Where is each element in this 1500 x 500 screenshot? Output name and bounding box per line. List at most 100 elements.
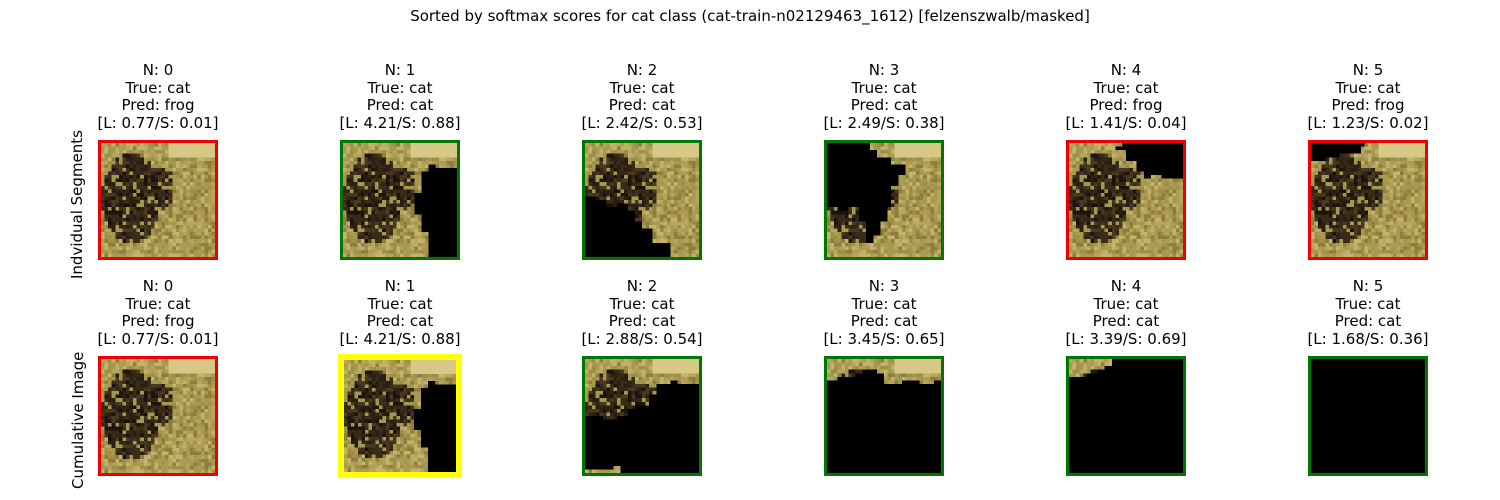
cumulative-panel-0-frame bbox=[98, 356, 218, 476]
cumulative-panel-3-truth-label: True: cat bbox=[851, 294, 917, 313]
segment-panel-3-mask bbox=[827, 143, 906, 243]
segment-panel-3-scores-label: [L: 2.49/S: 0.38] bbox=[823, 113, 945, 132]
segment-panel-4-scores-label: [L: 1.41/S: 0.04] bbox=[1065, 113, 1187, 132]
segment-panel-2-frame bbox=[582, 140, 702, 260]
segment-panel-5-pred-label: Pred: frog bbox=[1331, 96, 1405, 114]
segment-panel-5-n-label: N: 5 bbox=[1352, 61, 1384, 79]
segment-panel-4-frame bbox=[1066, 140, 1186, 260]
cumulative-panel-2-truth-label: True: cat bbox=[609, 294, 675, 313]
cumulative-panel-0-pred-label: Pred: frog bbox=[121, 312, 195, 330]
segment-panel-4-mask bbox=[1115, 143, 1183, 179]
cumulative-panel-1-n-label: N: 1 bbox=[384, 277, 416, 295]
cumulative-panel-5-mask bbox=[1311, 359, 1425, 473]
segment-panel-1-truth-label: True: cat bbox=[367, 78, 433, 97]
cumulative-panel-2-n-label: N: 2 bbox=[626, 277, 658, 295]
cumulative-panel-4-n-label: N: 4 bbox=[1110, 277, 1142, 295]
cumulative-panel-3-n-label: N: 3 bbox=[868, 277, 900, 295]
cumulative-panel-4-frame bbox=[1066, 356, 1186, 476]
cumulative-panel-1-mask bbox=[414, 381, 456, 472]
cumulative-panel-0-image bbox=[101, 359, 215, 473]
segment-panel-5-truth-label: True: cat bbox=[1335, 78, 1401, 97]
cumulative-panel-5-truth-label: True: cat bbox=[1335, 294, 1401, 313]
segment-panel-4-image bbox=[1069, 143, 1183, 257]
segment-panel-2-truth-label: True: cat bbox=[609, 78, 675, 97]
cumulative-panel-1-pred-label: Pred: cat bbox=[366, 312, 434, 330]
cumulative-panel-1-image bbox=[344, 360, 456, 472]
segment-panel-2-pred-label: Pred: cat bbox=[608, 96, 676, 114]
cumulative-panel-4-truth-label: True: cat bbox=[1093, 294, 1159, 313]
segment-panel-1-frame bbox=[340, 140, 460, 260]
segment-panel-3-frame bbox=[824, 140, 944, 260]
segment-panel-1-mask bbox=[414, 164, 457, 257]
segment-panel-5-mask bbox=[1311, 143, 1365, 161]
segment-panel-2-mask bbox=[585, 196, 671, 257]
segment-panel-2-image bbox=[585, 143, 699, 257]
segment-panel-1-pred-label: Pred: cat bbox=[366, 96, 434, 114]
cumulative-panel-2-image bbox=[585, 359, 699, 473]
cumulative-panel-2-pred-label: Pred: cat bbox=[608, 312, 676, 330]
cumulative-panel-5-image bbox=[1311, 359, 1425, 473]
cumulative-panel-3-frame bbox=[824, 356, 944, 476]
cumulative-panel-0-n-label: N: 0 bbox=[142, 277, 174, 295]
cumulative-panel-5-scores-label: [L: 1.68/S: 0.36] bbox=[1307, 329, 1429, 348]
segment-panel-4-n-label: N: 4 bbox=[1110, 61, 1142, 79]
cumulative-panel-1-truth-label: True: cat bbox=[367, 294, 433, 313]
segment-panel-1-image bbox=[343, 143, 457, 257]
segment-panel-0-truth-label: True: cat bbox=[125, 78, 191, 97]
cumulative-panel-1-scores-label: [L: 4.21/S: 0.88] bbox=[339, 329, 461, 348]
segment-panel-4-truth-label: True: cat bbox=[1093, 78, 1159, 97]
cumulative-panel-5-pred-label: Pred: cat bbox=[1334, 312, 1402, 330]
cumulative-panel-4-image bbox=[1069, 359, 1183, 473]
segment-panel-1-n-label: N: 1 bbox=[384, 61, 416, 79]
cumulative-panel-3-pred-label: Pred: cat bbox=[850, 312, 918, 330]
segment-panel-3-truth-label: True: cat bbox=[851, 78, 917, 97]
cumulative-panel-5-n-label: N: 5 bbox=[1352, 277, 1384, 295]
cumulative-panel-3-mask bbox=[827, 369, 941, 473]
cumulative-panel-0-truth-label: True: cat bbox=[125, 294, 191, 313]
cumulative-panel-0-scores-label: [L: 0.77/S: 0.01] bbox=[97, 329, 219, 348]
segment-panel-3-pred-label: Pred: cat bbox=[850, 96, 918, 114]
cumulative-panel-5-frame bbox=[1308, 356, 1428, 476]
segment-panel-2-n-label: N: 2 bbox=[626, 61, 658, 79]
segment-panel-3-image bbox=[827, 143, 941, 257]
cumulative-panel-4-pred-label: Pred: cat bbox=[1092, 312, 1160, 330]
segment-panel-0-frame bbox=[98, 140, 218, 260]
segment-panel-1-scores-label: [L: 4.21/S: 0.88] bbox=[339, 113, 461, 132]
segment-panel-5-frame bbox=[1308, 140, 1428, 260]
segment-panel-2-scores-label: [L: 2.42/S: 0.53] bbox=[581, 113, 703, 132]
cumulative-panel-4-mask bbox=[1069, 359, 1183, 473]
segment-panel-5-scores-label: [L: 1.23/S: 0.02] bbox=[1307, 113, 1429, 132]
segment-panel-3-n-label: N: 3 bbox=[868, 61, 900, 79]
segment-panel-4-pred-label: Pred: frog bbox=[1089, 96, 1163, 114]
segment-panel-0-scores-label: [L: 0.77/S: 0.01] bbox=[97, 113, 219, 132]
segment-panel-5-image bbox=[1311, 143, 1425, 257]
cumulative-panel-3-scores-label: [L: 3.45/S: 0.65] bbox=[823, 329, 945, 348]
cumulative-panel-2-mask bbox=[585, 380, 699, 473]
segment-panel-0-n-label: N: 0 bbox=[142, 61, 174, 79]
cumulative-panel-2-scores-label: [L: 2.88/S: 0.54] bbox=[581, 329, 703, 348]
cumulative-panel-2-frame bbox=[582, 356, 702, 476]
